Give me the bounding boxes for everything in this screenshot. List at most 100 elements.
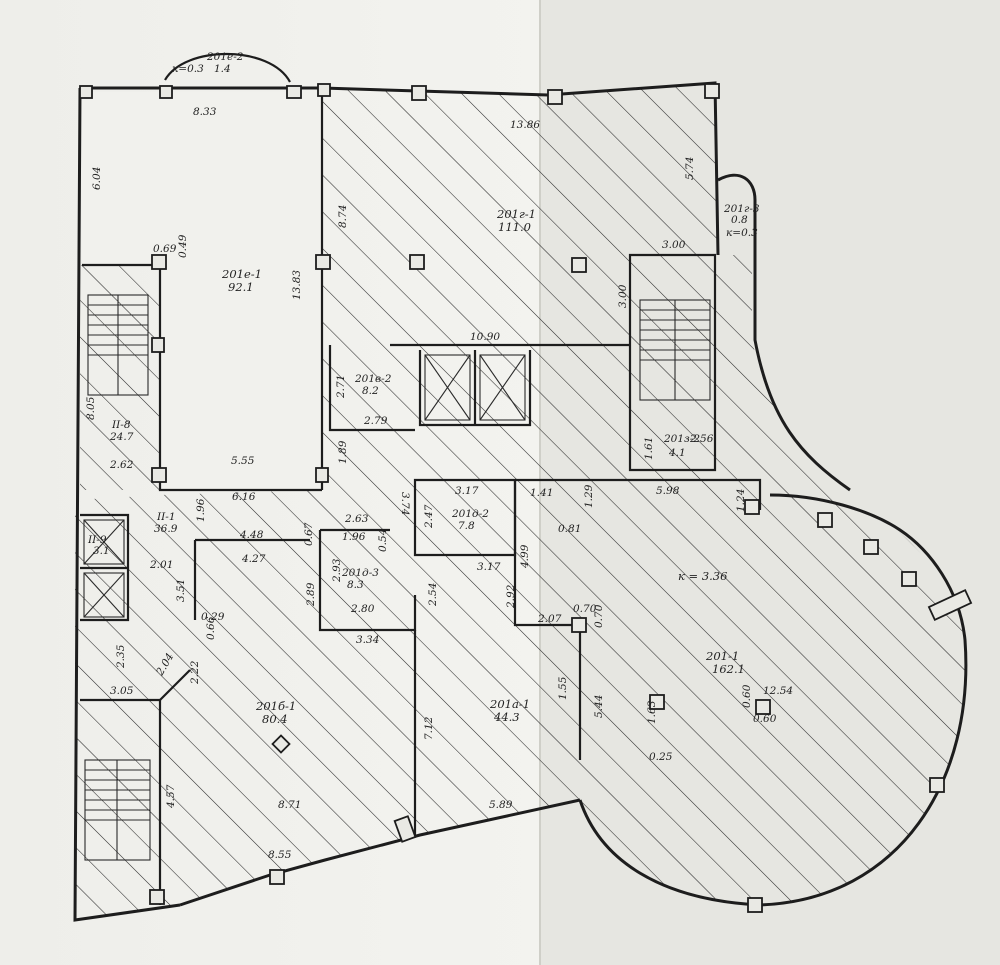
room-name: 201г-1 xyxy=(496,207,536,221)
room-name: 201д-3 xyxy=(341,567,379,579)
room-area: 3.1 xyxy=(93,545,110,557)
room-k: к=0.3 xyxy=(172,63,204,75)
dimension: 2.22 xyxy=(189,660,201,685)
room-area: 24.7 xyxy=(109,431,134,443)
room-name: II-8 xyxy=(111,419,131,431)
dimension: 5.44 xyxy=(593,695,605,718)
dimension: 0.29 xyxy=(201,611,225,623)
dimension: 2.71 xyxy=(335,375,347,399)
room-name: 201д-2 xyxy=(451,508,489,520)
dimension: 4.27 xyxy=(241,553,266,565)
room-area: 4.1 xyxy=(668,447,686,459)
dimension: 1.89 xyxy=(337,440,349,464)
room-name: II-9 xyxy=(87,534,107,546)
room-area: 44.3 xyxy=(493,710,520,724)
room-area: 8.2 xyxy=(362,385,379,397)
dimension: 2.93 xyxy=(331,558,343,583)
dimension: 10.90 xyxy=(470,331,500,343)
dimension: 2.63 xyxy=(344,513,369,525)
dimension: 8.05 xyxy=(85,396,97,420)
room-area: 111.0 xyxy=(498,220,531,234)
dimension: 0.25 xyxy=(649,751,673,763)
room-area: 8.3 xyxy=(347,579,364,591)
room-name: 201е-2 xyxy=(206,51,244,63)
dimension: 1.55 xyxy=(557,676,569,700)
dimension: 2.62 xyxy=(109,459,134,471)
room-area: 7.8 xyxy=(458,520,475,532)
dimension: 2.79 xyxy=(363,415,388,427)
dimension: 6.16 xyxy=(232,491,256,503)
dimension: 2.54 xyxy=(427,583,439,607)
dimension: 3.05 xyxy=(110,685,134,697)
dimension: 2.07 xyxy=(537,613,562,625)
dimension: 3.34 xyxy=(356,634,379,646)
room-name: 201е-1 xyxy=(221,267,262,281)
dimension: 6.04 xyxy=(91,167,103,190)
dimension: 1.61 xyxy=(643,437,655,460)
room-name: 201-1 xyxy=(705,649,739,663)
room-name: 201в-2 xyxy=(354,373,392,385)
room-area: 36.9 xyxy=(154,523,178,535)
dimension: 5.98 xyxy=(656,485,680,497)
dimension: 5.55 xyxy=(231,455,255,467)
dimension: 0.49 xyxy=(177,234,189,258)
dimension: 8.33 xyxy=(193,106,217,118)
room-name: II-1 xyxy=(156,511,176,523)
room-area: 80.4 xyxy=(262,712,288,726)
dimension: 2.80 xyxy=(350,603,375,615)
columns xyxy=(79,83,973,913)
dimension: 8.71 xyxy=(278,799,301,811)
dimension: 3.74 xyxy=(399,492,411,515)
room-name: 201а-1 xyxy=(489,697,530,711)
dimension-labels: 8.33 6.04 13.83 8.74 13.86 5.74 3.00 3.0… xyxy=(85,106,793,861)
dimension: 3.00 xyxy=(617,284,629,308)
dimension: 3.00 xyxy=(662,239,686,251)
dimension: 8.55 xyxy=(268,849,292,861)
room-k: к = 3.36 xyxy=(678,569,727,583)
dimension: 13.86 xyxy=(510,119,540,131)
room-labels: 201е-2 1.4 к=0.3 201е-1 92.1 201г-1 111.… xyxy=(87,51,760,726)
room-k: к=0.3 xyxy=(726,227,758,239)
dimension: 0.60 xyxy=(741,684,753,708)
dimension: 0.70 xyxy=(573,603,597,615)
dimension: 2.47 xyxy=(423,504,435,529)
dimension: 0.67 xyxy=(303,522,315,546)
dimension: 1.63 xyxy=(646,700,658,724)
room-name: 201г-3 xyxy=(723,203,760,215)
dimension: 2.35 xyxy=(115,644,127,669)
room-area: 162.1 xyxy=(712,662,745,676)
dimension: 1.41 xyxy=(530,487,553,499)
room-name: 201б-1 xyxy=(255,699,296,713)
dimension: 1.24 xyxy=(735,489,747,512)
dimension: 13.83 xyxy=(291,270,303,300)
dimension: 5.89 xyxy=(489,799,513,811)
dimension: 0.69 xyxy=(153,243,177,255)
dimension: 0.54 xyxy=(377,529,389,552)
dimension: 12.54 xyxy=(763,685,793,697)
room-name: 201з-2 xyxy=(663,433,700,445)
room-area: 1.4 xyxy=(214,63,231,75)
dimension: 5.74 xyxy=(684,157,696,180)
dimension: 8.74 xyxy=(337,205,349,228)
room-area: 0.8 xyxy=(731,214,748,226)
dimension: 0.81 xyxy=(558,523,581,535)
dimension: 1.29 xyxy=(583,484,595,508)
elevators xyxy=(83,354,526,618)
stairs xyxy=(84,294,711,861)
dimension: 0.66 xyxy=(205,616,217,640)
dimension: 3.17 xyxy=(477,561,501,573)
hatched-region xyxy=(75,83,966,920)
dimension: 2.56 xyxy=(689,433,714,445)
dimension: 4.99 xyxy=(519,544,531,569)
dimension: 4.48 xyxy=(239,529,264,541)
dimension: 0.60 xyxy=(753,713,777,725)
dimension: 2.92 xyxy=(505,584,517,609)
dimension: 3.51 xyxy=(175,579,187,602)
dimension: 3.17 xyxy=(455,485,479,497)
dimension: 2.01 xyxy=(149,559,173,571)
room-201e-1-area xyxy=(160,92,322,490)
room-area: 92.1 xyxy=(228,280,254,294)
dimension: 7.12 xyxy=(423,716,435,740)
dimension: 1.96 xyxy=(342,531,366,543)
